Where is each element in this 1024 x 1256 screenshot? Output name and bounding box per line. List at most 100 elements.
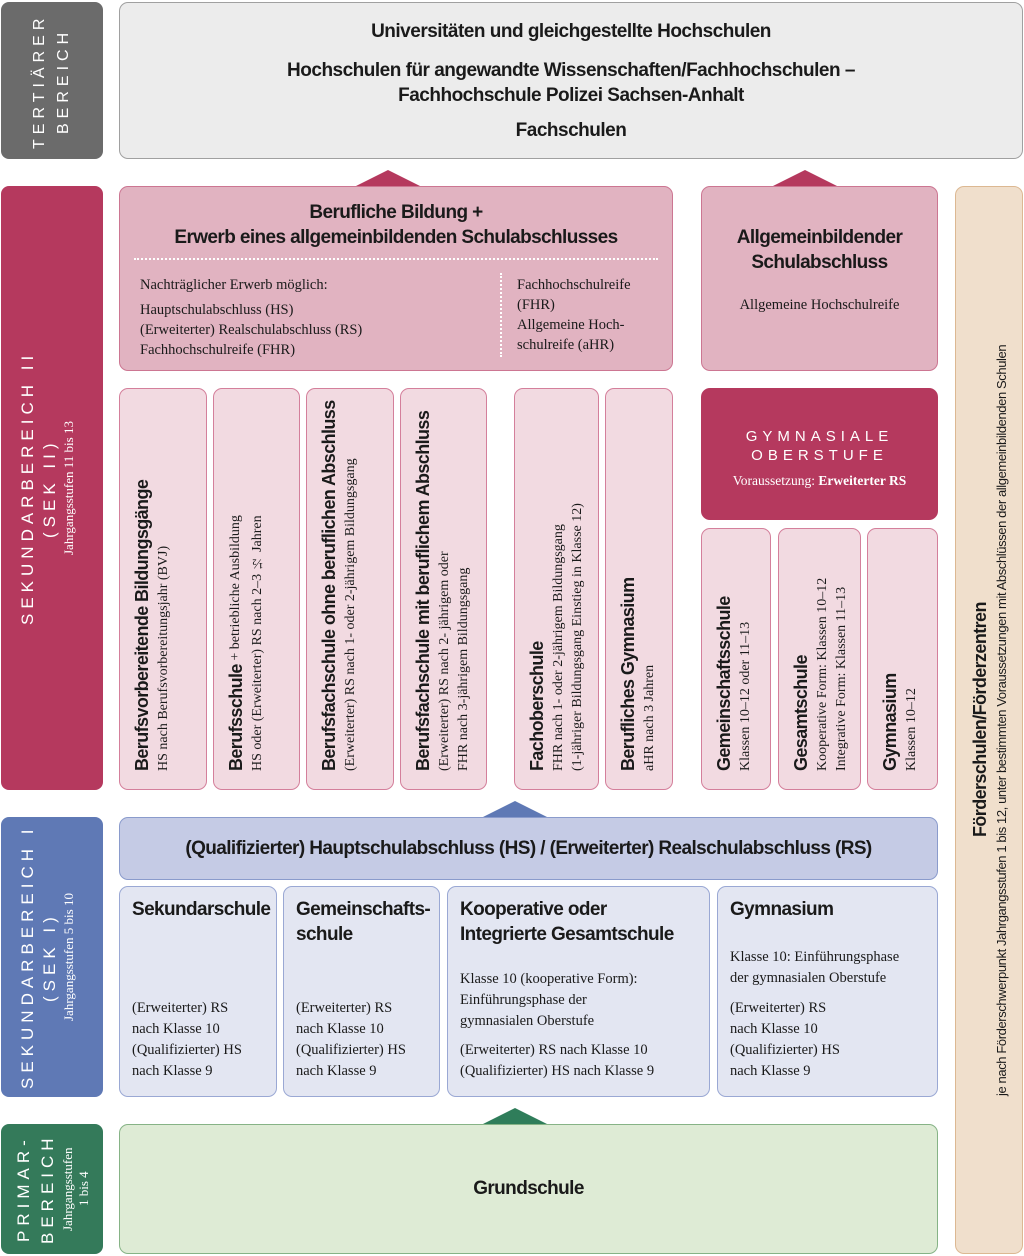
sek1-label: SEKUNDARBEREICH I (SEK I) Jahrgangsstufe… bbox=[1, 817, 103, 1097]
school-qualification: nach Klasse 10 bbox=[730, 1021, 818, 1037]
school-qualification: (Qualifizierter) HS nach Klasse 9 bbox=[460, 1063, 655, 1079]
school-title: Berufsschule bbox=[226, 664, 246, 771]
school-title: Berufsvorbereitende Bildungsgänge bbox=[132, 479, 152, 771]
vocational-education-box: Berufliche Bildung + Erwerb eines allgem… bbox=[119, 186, 673, 371]
sek1-abbr: (SEK I) bbox=[40, 912, 59, 1002]
school-column: Berufsvorbereitende Bildungsgänge HS nach… bbox=[119, 388, 207, 790]
sek2-grades: Jahrgangsstufen 11 bis 13 bbox=[61, 421, 76, 555]
requirement-label: Voraussetzung: bbox=[732, 473, 819, 488]
arrow-up-icon bbox=[356, 170, 420, 186]
sek1-grades: Jahrgangsstufen 5 bis 10 bbox=[61, 893, 76, 1021]
sek1-school-box: Sekundarschule (Erweiterter) RS nach Klass… bbox=[119, 886, 277, 1097]
general-abitur: Allgemeine Hochschulreife bbox=[739, 297, 900, 313]
primar-label: PRIMAR- BEREICH Jahrgangsstufen 1 bis 4 bbox=[1, 1124, 103, 1254]
gymnasiale-oberstufe-box: GYMNASIALE OBERSTUFE Voraussetzung: Erwe… bbox=[701, 388, 938, 520]
school-qualification: nach Klasse 10 bbox=[132, 1021, 220, 1037]
primar-label-text: PRIMAR- bbox=[14, 1135, 33, 1243]
school-qualification: (Erweiterter) RS nach Klasse 10 bbox=[460, 1042, 648, 1058]
school-detail: (Erweiterter) RS nach 1- oder 2-jährigem… bbox=[343, 458, 358, 771]
school-title: Gymnasium bbox=[880, 673, 900, 771]
school-detail: Integrative Form: Klassen 11–13 bbox=[834, 586, 849, 771]
tertiary-label: TERTIÄRER BEREICH bbox=[1, 2, 103, 159]
arrow-up-icon bbox=[483, 801, 547, 817]
school-qualification: nach Klasse 10 bbox=[296, 1021, 384, 1037]
school-column: Berufliches Gymnasium aHR nach 3 Jahren bbox=[605, 388, 673, 790]
tertiary-box: Universitäten und gleichgestellte Hochsc… bbox=[119, 2, 1023, 159]
later-rs: (Erweiterter) Realschulabschluss (RS) bbox=[140, 322, 363, 338]
school-title: Gymnasium bbox=[730, 899, 834, 920]
fhr-abbr: (FHR) bbox=[517, 297, 555, 313]
school-qualification: (Qualifizierter) HS bbox=[296, 1042, 406, 1058]
school-title-suffix: + betriebliche Ausbildung bbox=[228, 515, 243, 665]
school-column: Gymnasium Klassen 10–12 bbox=[867, 528, 938, 790]
police-college: Fachhochschule Polizei Sachsen-Anhalt bbox=[398, 85, 744, 106]
foerder-title: Förderschulen/Förderzentren bbox=[970, 602, 990, 838]
school-detail: HS nach Berufsvorbereitungsjahr (BVJ) bbox=[156, 545, 171, 771]
school-title: Kooperative oder Integrierte Gesamtschul… bbox=[460, 899, 674, 945]
school-column: Berufsschule + betriebliche Ausbildung HS… bbox=[213, 388, 300, 790]
sek2-label: SEKUNDARBEREICH II (SEK II) Jahrgangsstu… bbox=[1, 186, 103, 790]
universities: Universitäten und gleichgestellte Hochsc… bbox=[371, 21, 771, 42]
school-detail: FHR nach 1- oder 2-jährigem Bildungsgang bbox=[551, 524, 566, 771]
applied-sciences: Hochschulen für angewandte Wissenschafte… bbox=[287, 60, 855, 81]
general-subtitle: Schulabschluss bbox=[751, 252, 888, 273]
school-qualification: nach Klasse 9 bbox=[132, 1063, 213, 1079]
school-detail: aHR nach 3 Jahren bbox=[642, 664, 657, 771]
school-column: Fachoberschule FHR nach 1- oder 2-jährige… bbox=[514, 388, 599, 790]
primar-label-text-2: BEREICH bbox=[38, 1133, 57, 1245]
school-title: Berufliches Gymnasium bbox=[618, 577, 638, 771]
later-fhr: Fachhochschulreife (FHR) bbox=[140, 342, 296, 358]
later-hs: Hauptschulabschluss (HS) bbox=[140, 302, 294, 318]
sek2-label-text: SEKUNDARBEREICH II bbox=[18, 350, 37, 626]
school-intro: Klasse 10: Einführungsphase bbox=[730, 949, 900, 965]
foerder-text: je nach Förderschwerpunkt Jahrgangsstufe… bbox=[994, 344, 1009, 1096]
school-detail: Klassen 10–12 bbox=[904, 688, 919, 771]
school-qualification: nach Klasse 9 bbox=[730, 1063, 811, 1079]
tertiary-label-text: TERTIÄRER BEREICH bbox=[31, 12, 72, 149]
school-title: Berufsfachschule mit beruflichem Abschlu… bbox=[413, 410, 433, 771]
school-detail: HS oder (Erweiterter) RS nach 2–3 ½ Jahr… bbox=[250, 515, 265, 771]
school-intro: der gymnasialen Oberstufe bbox=[730, 970, 887, 986]
primar-grades-2: 1 bis 4 bbox=[76, 1171, 91, 1207]
school-qualification: (Erweiterter) RS bbox=[132, 1000, 229, 1016]
arrow-up-icon bbox=[483, 1108, 547, 1124]
school-intro: gymnasialen Oberstufe bbox=[460, 1013, 595, 1029]
oberstufe-title-2: OBERSTUFE bbox=[751, 447, 888, 464]
sek1-school-box: Gemeinschafts-schule (Erweiterter) RS nach… bbox=[283, 886, 440, 1097]
school-title: Berufsfachschule ohne beruflichen Abschl… bbox=[319, 400, 339, 771]
school-intro: Klasse 10 (kooperative Form): bbox=[460, 971, 638, 987]
later-acquisition-label: Nachträglicher Erwerb möglich: bbox=[140, 277, 328, 293]
school-title: Fachoberschule bbox=[527, 641, 547, 771]
foerderschulen-box: Förderschulen/Förderzentren je nach Förd… bbox=[955, 186, 1023, 1254]
fachschulen: Fachschulen bbox=[515, 120, 627, 141]
school-detail: (1-jähriger Bildungsgang Einstieg in Kla… bbox=[570, 503, 585, 771]
school-title: Sekundarschule bbox=[132, 899, 271, 920]
primar-grades: Jahrgangsstufen bbox=[60, 1147, 75, 1231]
arrow-up-icon bbox=[773, 170, 837, 186]
ahr-label-2: schulreife (aHR) bbox=[517, 337, 615, 353]
sek1-label-text: SEKUNDARBEREICH I bbox=[18, 824, 37, 1090]
school-detail: Kooperative Form: Klassen 10–12 bbox=[815, 577, 830, 771]
school-detail: FHR nach 3-jährigem Bildungsgang bbox=[456, 567, 471, 771]
school-qualification: (Erweiterter) RS bbox=[730, 1000, 827, 1016]
grundschule-box: Grundschule bbox=[119, 1124, 938, 1254]
sek1-school-box: Kooperative oder Integrierte Gesamtschul… bbox=[447, 886, 710, 1097]
vocational-subtitle: Erwerb eines allgemeinbildenden Schulabs… bbox=[174, 227, 618, 248]
school-column: Berufsfachschule mit beruflichem Abschlu… bbox=[400, 388, 487, 790]
sek1-qualification-bar: (Qualifizierter) Hauptschulabschluss (HS… bbox=[119, 817, 938, 880]
vocational-title: Berufliche Bildung + bbox=[309, 202, 483, 223]
school-column: Berufsfachschule ohne beruflichen Abschl… bbox=[306, 388, 394, 790]
oberstufe-title: GYMNASIALE bbox=[745, 428, 894, 445]
school-detail: (Erweiterter) RS nach 2- jährigem oder bbox=[437, 551, 452, 771]
school-qualification: (Qualifizierter) HS bbox=[132, 1042, 242, 1058]
school-qualification: (Qualifizierter) HS bbox=[730, 1042, 840, 1058]
general-education-box: Allgemeinbildender Schulabschluss Allgem… bbox=[701, 186, 938, 371]
school-title: Gemeinschaftsschule bbox=[714, 596, 734, 771]
school-title: Gemeinschafts-schule bbox=[296, 899, 431, 945]
school-qualification: (Erweiterter) RS bbox=[296, 1000, 393, 1016]
school-intro: Einführungsphase der bbox=[460, 992, 587, 1008]
school-qualification: nach Klasse 9 bbox=[296, 1063, 377, 1079]
general-title: Allgemeinbildender bbox=[736, 227, 903, 248]
